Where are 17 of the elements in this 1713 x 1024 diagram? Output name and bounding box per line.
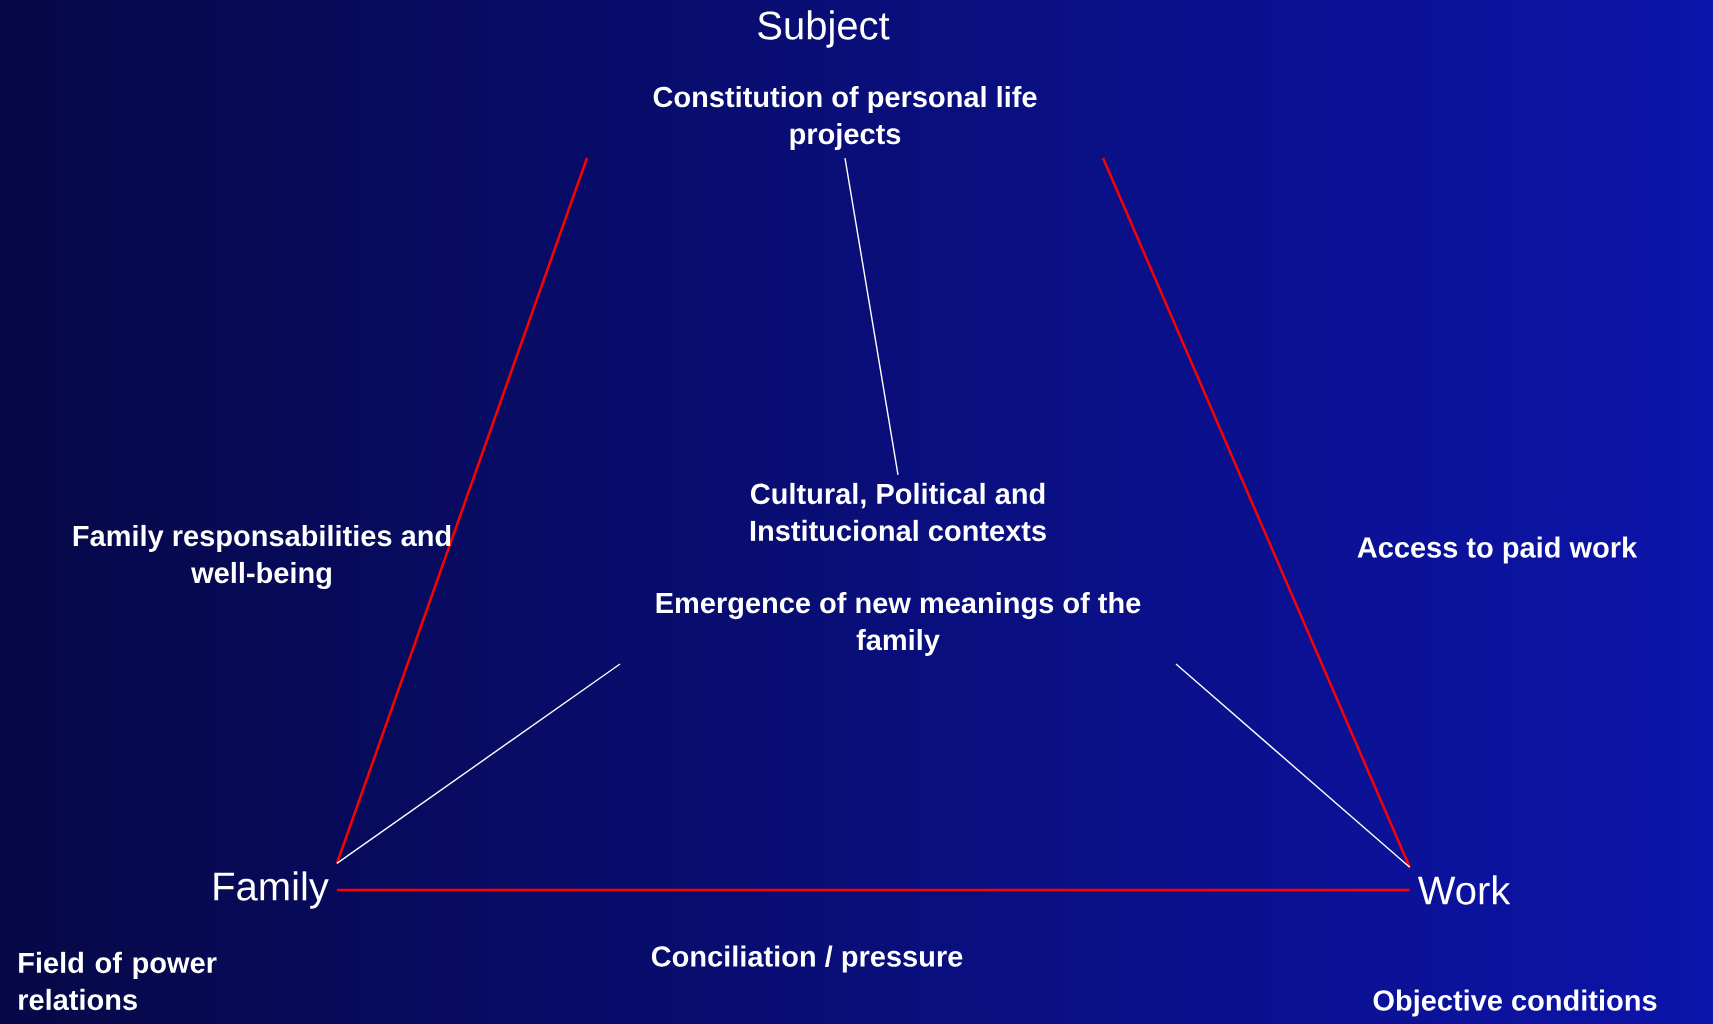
line — [336, 888, 1410, 892]
heading-text: Work — [1417, 875, 1511, 905]
context-text: Emergence of new meanings of the family — [656, 592, 1141, 656]
line — [1175, 663, 1411, 868]
line — [844, 157, 899, 476]
note-text: Family responsabilities and well-being — [73, 524, 451, 590]
note-text: Access to paid work — [1357, 536, 1638, 564]
line — [335, 157, 589, 864]
line — [1101, 157, 1411, 868]
heading-text: Family — [214, 871, 329, 909]
note-text: Conciliation / pressure — [651, 945, 963, 973]
note-text: Field of power relations — [19, 951, 217, 1011]
line — [336, 663, 621, 865]
context-text: Cultural, Political and Institucional contexts — [750, 482, 1046, 542]
heading-text: Subject — [758, 10, 890, 48]
note-text: Objective conditions — [1373, 989, 1657, 1017]
context-text: Constitution of personal life projects — [653, 86, 1037, 150]
